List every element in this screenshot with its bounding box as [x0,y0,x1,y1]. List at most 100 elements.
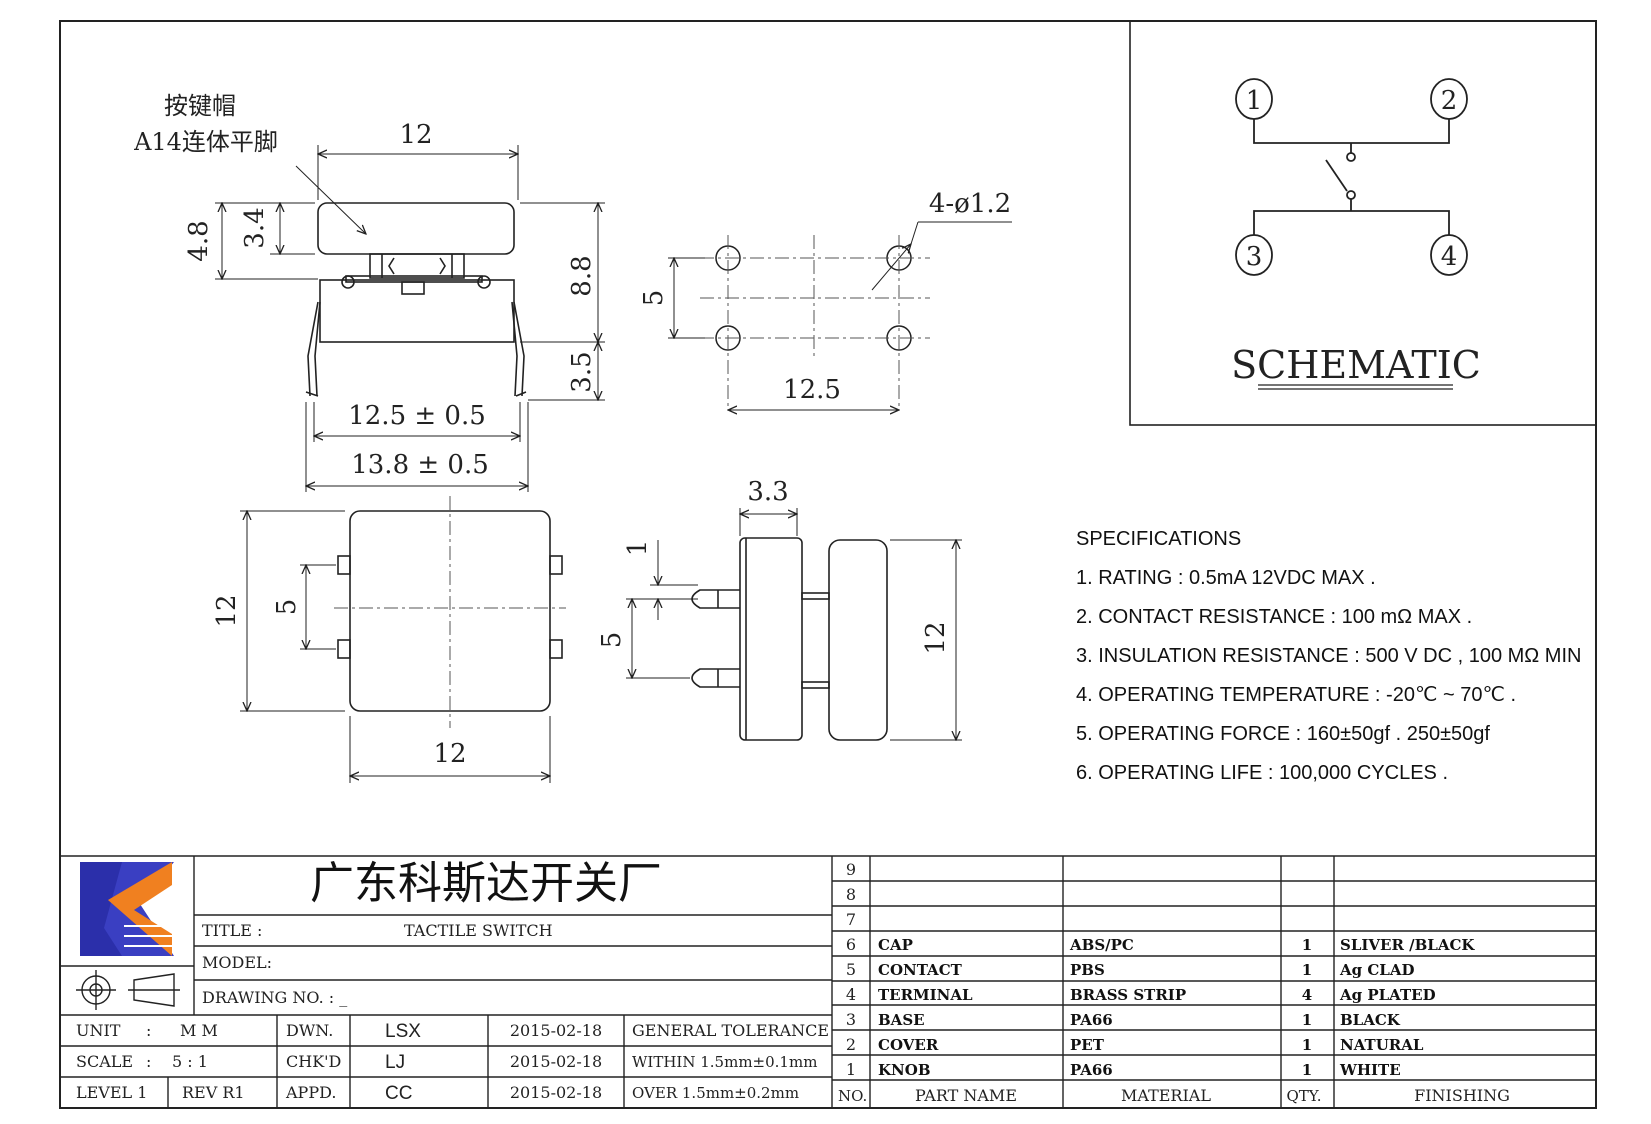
bom-row-material: PA66 [1070,1011,1113,1029]
bom-row-part: KNOB [878,1061,931,1079]
bom-row-material: BRASS STRIP [1070,986,1186,1004]
unit-label: UNIT [76,1021,121,1040]
bom-row-no: 2 [846,1035,856,1054]
bom-row-no: 1 [846,1060,856,1079]
pin-2-label: 2 [1441,86,1458,116]
bom-row-material: PET [1070,1036,1105,1054]
model-label: MODEL: [202,953,272,972]
specifications-panel: SPECIFICATIONS 1. RATING : 0.5mA 12VDC M… [1076,520,1596,793]
switch-body [319,279,515,343]
rev-value: REV R1 [182,1083,245,1102]
dim-side-pin-pitch: 5 [597,632,627,649]
level-value: LEVEL 1 [76,1083,147,1102]
dim-plan-height: 12 [212,594,242,627]
bom-row-qty: 1 [1302,961,1312,979]
appd-role: APPD. [285,1083,336,1102]
dim-plan-width: 12 [433,739,466,769]
spec-contact-resistance: 2. CONTACT RESISTANCE : 100 mΩ MAX . [1076,606,1473,628]
front-view [305,202,527,397]
hole-layout-centerlines [700,235,930,410]
specifications-heading: SPECIFICATIONS [1076,528,1242,550]
company-logo [80,862,174,956]
plan-body [349,510,551,712]
dim-hole-pitch-h: 12.5 [783,375,841,405]
bom-row-finishing: WHITE [1339,1061,1401,1079]
appd-name: CC [385,1083,412,1104]
keycap-label: 按键帽 [164,92,236,120]
dim-body-height: 8.8 [567,255,597,296]
appd-date: 2015-02-18 [510,1083,602,1102]
right-leg [511,301,525,397]
bom-row-qty: 1 [1302,1011,1312,1029]
bom-row-part: CONTACT [878,961,963,979]
bom-row-material: ABS/PC [1069,936,1134,954]
schematic [1235,78,1468,276]
chk-date: 2015-02-18 [510,1052,602,1071]
dim-hole-pitch-v: 5 [639,290,669,307]
tolerance-heading: GENERAL TOLERANCE [632,1021,829,1040]
left-leg [307,301,321,397]
spec-operating-force: 5. OPERATING FORCE : 160±50gf . 250±50gf [1076,723,1490,745]
bom-row-finishing: Ag PLATED [1339,986,1436,1004]
bom-row-qty: 1 [1302,936,1312,954]
bom-row-no: 5 [846,960,856,979]
schematic-title: SCHEMATIC [1231,343,1481,387]
dim-overall-span: 13.8 ± 0.5 [351,450,489,480]
bom-row-no: 3 [846,1010,856,1029]
bom-table [832,856,1596,1108]
dwn-name: LSX [385,1021,421,1042]
tolerance-within: WITHIN 1.5mm±0.1mm [632,1053,817,1071]
bom-row-part: CAP [878,936,913,954]
dwn-role: DWN. [286,1021,333,1040]
scale-sep: : [146,1052,151,1071]
front-view-dims [215,145,605,492]
chk-name: LJ [385,1052,405,1073]
bom-row-part: COVER [878,1036,939,1054]
title-block [60,855,1596,1108]
pin-1-label: 1 [1246,86,1263,116]
plan-centerlines [334,496,566,728]
pin-3-label: 3 [1246,242,1263,272]
dim-plan-pin-pitch: 5 [272,599,302,616]
dim-side-height: 12 [921,621,951,654]
scale-label: SCALE [76,1052,133,1071]
drawing-no-label: DRAWING NO. : _ [202,988,347,1007]
bom-row-qty: 1 [1302,1036,1312,1054]
dim-leg-height: 3.5 [567,351,597,392]
dim-cap-total: 4.8 [184,220,214,261]
dim-pin-span: 12.5 ± 0.5 [348,401,486,431]
actuator-stem [369,253,465,279]
side-keycap [828,539,888,741]
dim-top-width: 12 [399,120,432,150]
chk-role: CHK'D [286,1052,341,1071]
bom-row-qty: 4 [1302,986,1312,1004]
dim-hole-spec: 4-ø1.2 [929,189,1011,219]
bom-row-finishing: BLACK [1340,1011,1401,1029]
pin-4-label: 4 [1441,242,1458,272]
schematic-box [1129,20,1597,426]
plan-view [337,510,563,712]
bom-row-material: PA66 [1070,1061,1113,1079]
bom-row-finishing: NATURAL [1340,1036,1424,1054]
dim-side-pin-offset: 1 [623,540,653,557]
spec-operating-temperature: 4. OPERATING TEMPERATURE : -20℃ ~ 70℃ . [1076,684,1517,706]
side-view-dims [626,508,962,740]
hole [715,325,741,351]
side-body [739,537,803,741]
keycap-outline [317,202,515,255]
bom-row-material: PBS [1070,961,1105,979]
side-view [691,537,888,741]
bom-row-part: TERMINAL [878,986,973,1004]
sheet-border [59,20,1597,1109]
bom-row-no: 9 [846,860,856,879]
unit-sep: : [146,1021,151,1040]
hole-layout-dims [668,221,1012,410]
side-pin-upper [691,589,740,609]
bom-row-no: 8 [846,885,856,904]
bom-row-finishing: Ag CLAD [1339,961,1414,979]
spec-operating-life: 6. OPERATING LIFE : 100,000 CYCLES . [1076,762,1449,784]
bom-row-qty: 1 [1302,1061,1312,1079]
tolerance-over: OVER 1.5mm±0.2mm [632,1084,799,1102]
bom-header-material: MATERIAL [1121,1086,1211,1105]
